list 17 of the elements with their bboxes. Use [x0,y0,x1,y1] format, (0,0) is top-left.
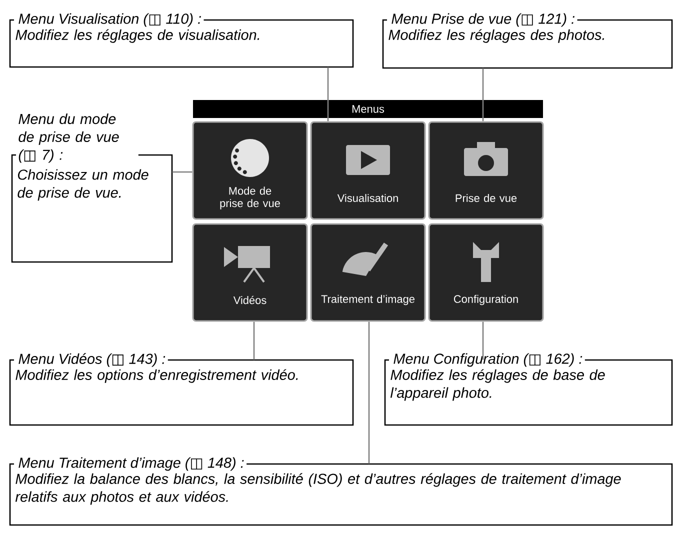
menu-tile: Configuration [428,223,544,322]
callout-box: Menu du mode de prise de vue (◫ 7) : Choisissez un mode de prise de vue. [11,113,173,263]
leader-line [172,171,192,173]
callout-box: Menu Prise de vue (◫ 121) : Modifiez les réglages des photos. [382,13,673,69]
callout-box: Menu Configuration (◫ 162) : Modifiez les réglages de base de l’appareil photo. [384,353,673,426]
callout-box: Menu Vidéos (◫ 143) : Modifiez les options d’enregistrement vidéo. [9,353,354,426]
leader-line [482,322,484,360]
menu-tile: Traitement d’image [310,223,426,322]
leader-line [253,322,255,360]
callout-box: Menu Visualisation (◫ 110) : Modifiez les réglages de visualisation. [9,13,354,68]
leader-line [482,68,484,122]
leader-line [327,67,329,122]
menu-bar: Menus [193,100,543,118]
menu-tile: Mode de prise de vue [192,121,308,220]
leader-line [368,322,370,464]
callout-box: Menu Traitement d’image (◫ 148) : Modifiez la balance des blancs, la sensibilité (ISO) et d’autres réglages de traitement d’image relatifs aux photos et aux vidéos. [9,457,673,526]
menu-tile: Vidéos [192,223,308,322]
